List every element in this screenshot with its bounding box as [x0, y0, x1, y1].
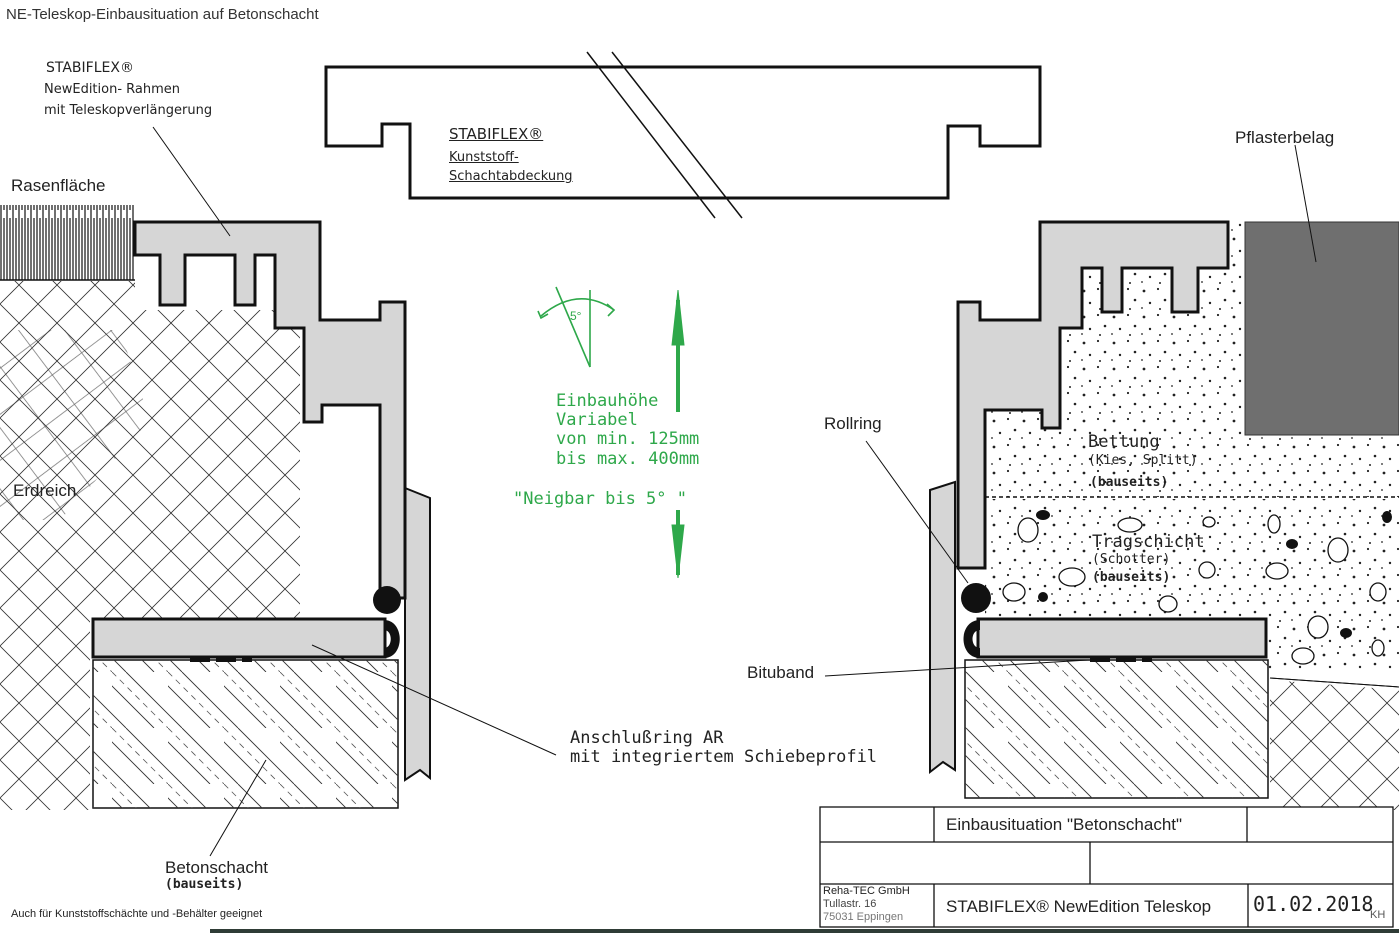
concrete-shaft-label: Betonschacht [165, 858, 269, 877]
rollring-label: Rollring [824, 414, 882, 433]
connection-ring-label: Anschlußring AR [570, 728, 724, 748]
frame-profile-right [956, 220, 1230, 570]
leader-lines [152, 126, 1399, 857]
telescope-profile-left [404, 486, 431, 782]
frame-brand-label: STABIFLEX® [46, 60, 134, 76]
connection-ring-right [976, 617, 1268, 659]
height-line3: von min. 125mm [556, 429, 700, 449]
connection-ring-desc-label: mit integriertem Schiebeprofil [570, 747, 878, 767]
height-line2: Variabel [556, 410, 638, 430]
paving-label: Pflasterbelag [1235, 128, 1335, 147]
tilt-label: "Neigbar bis 5° " [513, 489, 687, 509]
frame-profile-left [133, 220, 407, 600]
company-city: 75031 Eppingen [823, 911, 904, 923]
cover-line2-label: Schachtabdeckung [449, 169, 573, 184]
soil-area-right [1270, 680, 1399, 810]
manhole-cover [324, 65, 1042, 200]
angle-label: 5° [570, 309, 582, 323]
connection-ring-left [91, 617, 387, 659]
bedding-note-label: (bauseits) [1090, 475, 1169, 490]
product-name: STABIFLEX® NewEdition Teleskop [946, 897, 1212, 916]
drawer-initials: KH [1370, 909, 1386, 921]
height-line1: Einbauhöhe [556, 391, 659, 411]
cover-line1-label: Kunststoff- [449, 150, 519, 165]
soil-label: Erdreich [13, 481, 77, 500]
paving-block [1244, 221, 1399, 436]
grass-label: Rasenfläche [11, 176, 106, 195]
frame-name-label: NewEdition- Rahmen [44, 82, 181, 97]
frame-desc-label: mit Teleskopverlängerung [44, 103, 213, 118]
base-course-sub-label: (Schotter) [1092, 552, 1171, 567]
bedding-layer [985, 222, 1399, 497]
roll-ring-right [961, 583, 991, 613]
bedding-sub-label: (Kies, Splitt) [1088, 453, 1198, 468]
height-arrow [671, 289, 685, 579]
height-line4: bis max. 400mm [556, 449, 700, 469]
bedding-label: Bettung [1088, 432, 1160, 452]
tilt-indicator [537, 286, 616, 368]
title-block-frame [819, 806, 1394, 928]
drawing-date: 01.02.2018 [1253, 892, 1374, 916]
base-course-label: Tragschicht [1092, 532, 1205, 552]
base-course-note-label: (bauseits) [1092, 570, 1171, 585]
page-title: NE-Teleskop-Einbausituation auf Betonsch… [6, 6, 319, 23]
footnote: Auch für Kunststoffschächte und -Behälte… [11, 908, 263, 920]
grass-area [0, 205, 135, 280]
bottom-edge-bar [210, 929, 1399, 933]
company-street: Tullastr. 16 [823, 898, 877, 910]
bitumen-band-label: Bituband [747, 663, 815, 682]
company-name: Reha-TEC GmbH [823, 885, 910, 897]
concrete-shaft-note-label: (bauseits) [165, 877, 244, 892]
roll-ring-left [373, 586, 401, 614]
drawing-title: Einbausituation "Betonschacht" [946, 815, 1183, 834]
telescope-profile-right [929, 480, 956, 775]
cover-brand-label: STABIFLEX® [449, 125, 544, 143]
